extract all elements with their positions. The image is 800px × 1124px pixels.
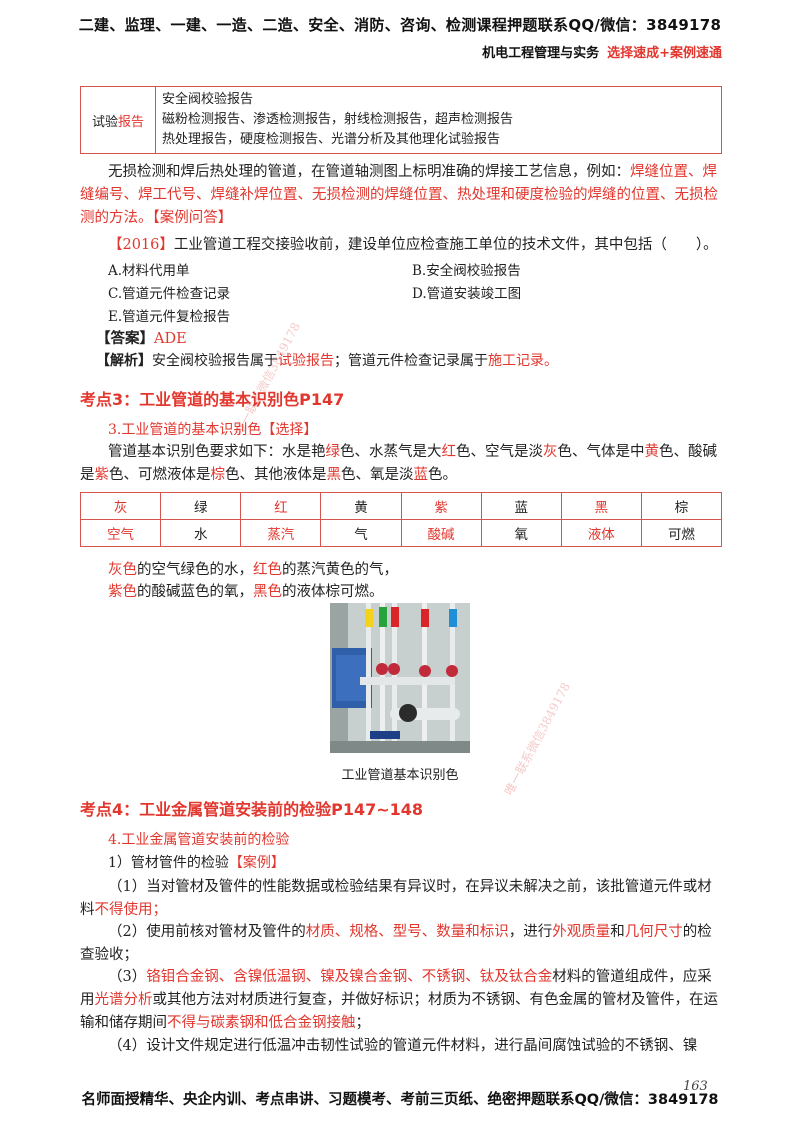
media-cell: 蒸汽 — [240, 519, 322, 547]
mnemonic-line-2: 紫色的酸碱蓝色的氧，黑色的液体棕可燃。 — [108, 584, 384, 600]
report-line: 热处理报告，硬度检测报告、光谱分析及其他理化试验报告 — [162, 132, 501, 147]
page-header-subject: 机电工程管理与实务选择速成+案例速通 — [482, 42, 722, 61]
color-cell: 紫 — [400, 492, 482, 520]
page-number: 163 — [683, 1079, 708, 1094]
inspection-item-3: （3）铬钼合金钢、含镍低温钢、镍及镍合金钢、不锈钢、钛及钛合金材料的管道组成件，… — [80, 969, 718, 1031]
color-row: 灰 绿 红 黄 紫 蓝 黑 棕 — [79, 492, 723, 520]
section3-subheading: 3.工业管道的基本识别色【选择】 — [108, 422, 318, 438]
media-cell: 水 — [160, 519, 242, 547]
option-c: C.管道元件检查记录 — [108, 286, 231, 302]
subject-title: 机电工程管理与实务 — [482, 46, 600, 61]
option-e: E.管道元件复检报告 — [108, 309, 231, 325]
report-line: 磁粉检测报告、渗透检测报告，射线检测报告，超声检测报告 — [162, 112, 514, 127]
color-table: 灰 绿 红 黄 紫 蓝 黑 棕 空气 水 蒸汽 气 酸碱 氧 液体 可燃 — [79, 492, 723, 547]
subject-tag: 选择速成+案例速通 — [607, 46, 722, 61]
media-cell: 气 — [320, 519, 402, 547]
color-cell: 蓝 — [480, 492, 562, 520]
color-cell: 红 — [240, 492, 322, 520]
answer-line: 【答案】ADE — [96, 327, 187, 348]
section4-heading: 考点4：工业金属管道安装前的检验P147~148 — [80, 800, 424, 819]
option-b: B.安全阀校验报告 — [412, 263, 521, 279]
photo-caption: 工业管道基本识别色 — [341, 768, 459, 783]
inspection-item-4: （4）设计文件规定进行低温冲击韧性试验的管道元件材料，进行晶间腐蚀试验的不锈钢、… — [108, 1038, 698, 1054]
media-cell: 液体 — [560, 519, 642, 547]
section3-heading: 考点3：工业管道的基本识别色P147 — [80, 390, 345, 409]
page-header-contact: 二建、监理、一建、一造、二造、安全、消防、咨询、检测课程押题联系QQ/微信：38… — [78, 16, 722, 34]
option-a: A.材料代用单 — [108, 263, 190, 279]
report-table-label: 试验报告 — [80, 86, 156, 154]
media-cell: 酸碱 — [400, 519, 482, 547]
answer-label: 【答案】 — [96, 330, 154, 347]
pipe-photo-drawing — [330, 603, 470, 753]
report-table: 试验报告 安全阀校验报告 磁粉检测报告、渗透检测报告，射线检测报告，超声检测报告… — [80, 86, 722, 154]
media-row: 空气 水 蒸汽 气 酸碱 氧 液体 可燃 — [79, 519, 723, 547]
color-cell: 灰 — [79, 492, 162, 520]
question-stem: 【2016】工业管道工程交接验收前，建设单位应检查施工单位的技术文件，其中包括（… — [108, 237, 718, 253]
inspection-item-2: （2）使用前核对管材及管件的材质、规格、型号、数量和标识，进行外观质量和几何尺寸… — [80, 924, 712, 963]
question-year: 【2016】 — [108, 237, 174, 253]
color-cell: 黄 — [320, 492, 402, 520]
report-table-content: 安全阀校验报告 磁粉检测报告、渗透检测报告，射线检测报告，超声检测报告 热处理报… — [155, 86, 722, 154]
section4-subheading: 4.工业金属管道安装前的检验 — [108, 832, 290, 848]
report-line: 安全阀校验报告 — [162, 92, 254, 107]
analysis-line: 【解析】安全阀校验报告属于试验报告；管道元件检查记录属于施工记录。 — [96, 353, 558, 369]
page-footer-contact: 名师面授精华、央企内训、考点串讲、习题模考、考前三页纸、绝密押题联系QQ/微信：… — [81, 1092, 719, 1108]
answer-value: ADE — [154, 331, 187, 347]
color-cell: 棕 — [640, 492, 723, 520]
inspection-item-1: （1）当对管材及管件的性能数据或检验结果有异议时，在异议未解决之前，该批管道元件… — [80, 879, 712, 918]
color-cell: 黑 — [560, 492, 642, 520]
section4-sub1: 1）管材管件的检验【案例】 — [108, 855, 285, 871]
color-cell: 绿 — [160, 492, 242, 520]
option-d: D.管道安装竣工图 — [412, 286, 522, 302]
media-cell: 空气 — [79, 519, 162, 547]
pipe-photo — [330, 603, 470, 753]
media-cell: 可燃 — [640, 519, 723, 547]
mnemonic-line-1: 灰色的空气绿色的水，红色的蒸汽黄色的气， — [108, 562, 398, 578]
media-cell: 氧 — [480, 519, 562, 547]
color-rule-paragraph: 管道基本识别色要求如下：水是艳绿色、水蒸气是大红色、空气是淡灰色、气体是中黄色、… — [80, 444, 717, 483]
ndt-paragraph: 无损检测和焊后热处理的管道，在管道轴测图上标明准确的焊接工艺信息，例如：焊缝位置… — [80, 164, 718, 226]
